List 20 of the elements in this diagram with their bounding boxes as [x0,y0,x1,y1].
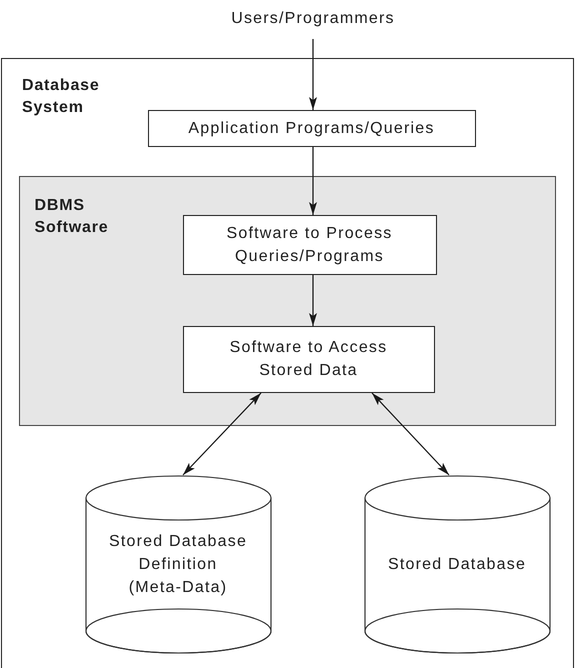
arrow [309,147,317,215]
software-panel [18,176,556,426]
process-box [182,326,434,392]
process-box [148,110,476,146]
group-heading: DBMS Software [34,196,110,238]
box-label: Application Programs/Queries [188,118,435,138]
box-label: Software to Process Queries/Programs [225,224,394,266]
process-box [182,214,436,274]
cylinder-label: Stored Database Definition (Meta-Data) [108,532,248,598]
cylinder-label: Stored Database [388,554,526,574]
actor-label: Users/Programmers [231,7,395,30]
database-cylinder [84,474,272,654]
system-boundary [1,58,574,668]
double-arrow [372,392,450,476]
group-heading: Database System [22,76,101,118]
arrow [309,39,317,110]
double-arrow [182,392,262,476]
box-label: Software to Access Stored Data [228,338,388,381]
arrow [309,275,317,326]
database-cylinder [364,474,550,654]
